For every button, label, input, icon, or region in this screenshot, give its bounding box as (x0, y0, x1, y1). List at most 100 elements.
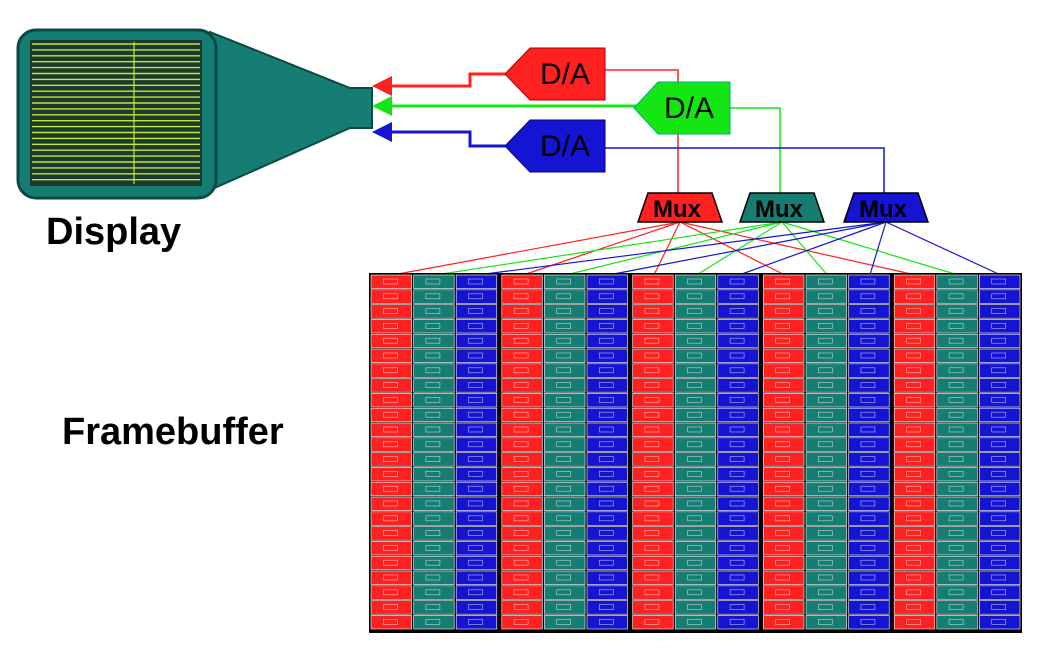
framebuffer-cell-blue (979, 615, 1021, 630)
framebuffer-cell-mark (991, 619, 1007, 625)
framebuffer-cell-red (501, 511, 543, 526)
framebuffer-cell-blue (586, 615, 628, 630)
framebuffer-cell-green (674, 585, 717, 600)
framebuffer-cell-red (370, 304, 412, 319)
framebuffer-cell-red (763, 289, 805, 304)
framebuffer-cell-mark (948, 619, 964, 625)
framebuffer-cell-mark (817, 574, 833, 581)
framebuffer-cell-mark (556, 559, 572, 566)
framebuffer-cell-mark (598, 619, 614, 625)
framebuffer-cell-blue (717, 304, 759, 319)
framebuffer-cell-mark (644, 485, 660, 492)
framebuffer-cell-mark (598, 397, 614, 403)
framebuffer-cell-mark (775, 278, 791, 285)
framebuffer-cell-mark (644, 411, 660, 418)
framebuffer-cell-blue (455, 541, 498, 556)
framebuffer-cell-red (501, 422, 543, 437)
framebuffer-cell-mark (860, 530, 876, 536)
framebuffer-cell-mark (425, 500, 441, 507)
framebuffer-cell-mark (556, 308, 572, 314)
framebuffer-cell-green (413, 585, 455, 600)
mux-fanout-wires (392, 221, 1001, 276)
framebuffer-cell-red (370, 555, 412, 571)
framebuffer-cell-mark (644, 308, 660, 314)
framebuffer-cell-green (936, 407, 978, 423)
framebuffer-cell-mark (729, 337, 745, 344)
fanout-wire (781, 221, 828, 276)
framebuffer-cell-mark (775, 382, 791, 388)
framebuffer-cell-mark (382, 604, 398, 610)
framebuffer-cell-mark (906, 382, 921, 388)
framebuffer-cell-mark (556, 471, 572, 477)
framebuffer-cell-mark (687, 456, 702, 462)
framebuffer-cell-blue (586, 570, 628, 585)
framebuffer-cell-mark (556, 515, 572, 522)
framebuffer-cell-blue (848, 526, 890, 541)
framebuffer-cell-green (413, 378, 455, 393)
display-scanlines (32, 42, 200, 184)
framebuffer-cell-red (763, 541, 805, 556)
framebuffer-cell-mark (860, 500, 876, 507)
framebuffer-cell-blue (586, 555, 628, 571)
framebuffer-cell-red (763, 496, 805, 511)
framebuffer-cell-green (544, 600, 586, 615)
framebuffer-cell-mark (513, 485, 529, 492)
framebuffer-cell-mark (687, 545, 702, 551)
framebuffer-cell-mark (644, 352, 660, 359)
framebuffer-cell-green (805, 467, 847, 482)
framebuffer-cell-mark (729, 471, 745, 477)
framebuffer-cell-mark (644, 382, 660, 388)
framebuffer-cell-mark (729, 500, 745, 507)
framebuffer-cell-mark (817, 278, 833, 285)
framebuffer-cell-mark (644, 426, 660, 433)
framebuffer-cell-mark (948, 426, 964, 433)
framebuffer-cell-red (501, 319, 543, 334)
framebuffer-cell-blue (455, 570, 498, 585)
display-monitor: Display (16, 28, 373, 253)
framebuffer-cell-mark (991, 278, 1007, 285)
fanout-wire (679, 221, 916, 276)
framebuffer-cell-mark (817, 293, 833, 300)
framebuffer-cell-mark (775, 485, 791, 492)
framebuffer-cell-mark (382, 426, 398, 433)
framebuffer-cell-mark (513, 559, 529, 566)
framebuffer-cell-green (805, 407, 847, 423)
framebuffer-cell-mark (729, 589, 745, 596)
framebuffer-cell-blue (848, 348, 890, 363)
framebuffer-cell-red (632, 585, 674, 600)
framebuffer-cell-mark (775, 397, 791, 403)
framebuffer-cell-green (805, 600, 847, 615)
framebuffer-cell-green (805, 289, 847, 304)
framebuffer-cell-mark (598, 485, 614, 492)
framebuffer-cell-blue (979, 393, 1021, 408)
mux-red: Mux (636, 192, 724, 223)
framebuffer-cell-green (544, 570, 586, 585)
framebuffer-cell-red (763, 348, 805, 363)
framebuffer-cell-mark (644, 323, 660, 329)
framebuffer-cell-green (674, 422, 717, 437)
framebuffer-cell-mark (468, 456, 483, 462)
framebuffer-cell-green (674, 333, 717, 349)
framebuffer-cell-mark (598, 411, 614, 418)
framebuffer-cell-green (413, 393, 455, 408)
framebuffer-cell-red (893, 600, 936, 615)
framebuffer-cell-mark (860, 589, 876, 596)
framebuffer-cell-mark (513, 337, 529, 344)
framebuffer-cell-mark (906, 574, 921, 581)
framebuffer-cell-mark (468, 574, 483, 581)
framebuffer-cell-green (674, 481, 717, 497)
framebuffer-cell-mark (687, 589, 702, 596)
framebuffer-cell-mark (860, 471, 876, 477)
framebuffer-cell-mark (556, 323, 572, 329)
framebuffer-cell-red (763, 467, 805, 482)
framebuffer-cell-green (674, 541, 717, 556)
framebuffer-cell-blue (586, 289, 628, 304)
framebuffer-cell-red (501, 555, 543, 571)
framebuffer-cell-mark (991, 471, 1007, 477)
framebuffer-cell-mark (729, 485, 745, 492)
framebuffer-cell-mark (598, 574, 614, 581)
mux-wires (604, 69, 885, 196)
framebuffer-cell-mark (687, 308, 702, 314)
framebuffer-cell-red (763, 615, 805, 630)
framebuffer-cell-mark (513, 515, 529, 522)
